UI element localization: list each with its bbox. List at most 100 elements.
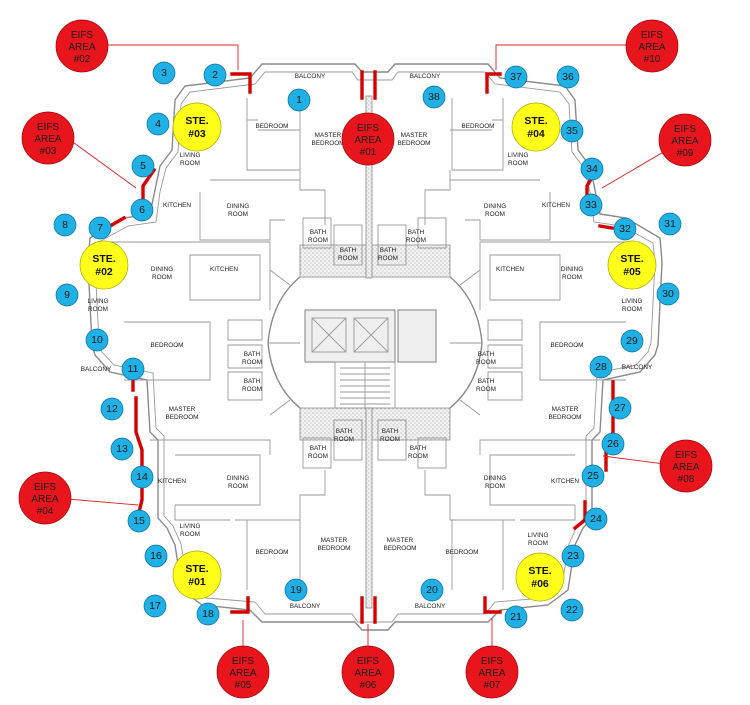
svg-text:33: 33 — [585, 199, 597, 211]
room-dining-e: DINING — [561, 266, 583, 273]
room-bath-e1b: ROOM — [476, 359, 496, 366]
marker-11: 11 — [121, 357, 145, 381]
core-corridor-wall-bottom — [299, 407, 451, 441]
marker-16: 16 — [144, 544, 168, 568]
room-bath-n3b: ROOM — [378, 255, 398, 262]
marker-8: 8 — [53, 213, 77, 237]
marker-7: 7 — [88, 216, 112, 240]
suite-markers: STE. #03 STE. #04 STE. #02 STE. #05 STE.… — [79, 102, 657, 602]
marker-33: 33 — [579, 193, 603, 217]
room-bath-s3b: ROOM — [308, 453, 328, 460]
svg-text:#02: #02 — [74, 54, 91, 65]
room-balcony-e: BALCONY — [622, 364, 653, 371]
marker-26: 26 — [601, 432, 625, 456]
marker-22: 22 — [560, 598, 584, 622]
room-bath-n3: BATH — [380, 247, 397, 254]
marker-3: 3 — [152, 61, 176, 85]
room-bedroom-s1: BEDROOM — [255, 549, 288, 556]
eifs-wall-04 — [131, 370, 144, 523]
room-kitchen-n1: KITCHEN — [163, 202, 191, 209]
svg-text:STE.: STE. — [92, 253, 115, 265]
room-living-seb: ROOM — [528, 540, 548, 547]
room-bath-s2: BATH — [382, 428, 399, 435]
elevator-block — [304, 309, 396, 363]
exterior-wall — [87, 63, 663, 631]
room-bath-w1: BATH — [244, 351, 261, 358]
eifs-area-06: EIFS AREA #06 — [341, 645, 395, 699]
marker-21: 21 — [504, 605, 528, 629]
room-bath-e2b: ROOM — [476, 386, 496, 393]
marker-30: 30 — [656, 282, 680, 306]
eifs-area-03: EIFS AREA #03 — [21, 111, 75, 165]
room-living-eb: ROOM — [622, 306, 642, 313]
suite-marker-04: STE. #04 — [511, 102, 561, 152]
svg-text:#04: #04 — [37, 506, 54, 517]
room-bath-n4b: ROOM — [406, 237, 426, 244]
elevator-shaft-1 — [311, 317, 347, 353]
svg-text:14: 14 — [136, 471, 148, 483]
room-bath-e1: BATH — [478, 351, 495, 358]
room-dining-wb: ROOM — [152, 274, 172, 281]
marker-4: 4 — [146, 112, 170, 136]
room-bath-s4: BATH — [410, 445, 427, 452]
room-bath-n2b: ROOM — [338, 255, 358, 262]
svg-text:6: 6 — [139, 204, 145, 216]
svg-text:EIFS: EIFS — [37, 122, 60, 133]
room-master-wb: BEDROOM — [165, 414, 198, 421]
svg-text:4: 4 — [155, 118, 161, 130]
room-master-n1: MASTER — [315, 132, 342, 139]
room-master-w: MASTER — [169, 406, 196, 413]
core-corridor-wall-top — [299, 244, 451, 278]
room-bath-s1: BATH — [336, 428, 353, 435]
eifs-area-04: EIFS AREA #04 — [18, 471, 72, 525]
marker-18: 18 — [196, 602, 220, 626]
marker-29: 29 — [620, 329, 644, 353]
svg-text:10: 10 — [91, 334, 103, 346]
svg-text:37: 37 — [510, 71, 522, 83]
svg-text:AREA: AREA — [478, 668, 506, 679]
room-dining-n1b: ROOM — [228, 211, 248, 218]
marker-13: 13 — [110, 437, 134, 461]
eifs-wall-07-west — [107, 215, 127, 229]
svg-text:AREA: AREA — [354, 135, 382, 146]
svg-text:AREA: AREA — [68, 42, 96, 53]
svg-text:3: 3 — [161, 67, 167, 79]
elevator-shaft-2 — [353, 317, 389, 353]
room-master-n2: MASTER — [401, 132, 428, 139]
service-room — [397, 309, 437, 363]
svg-text:29: 29 — [626, 335, 638, 347]
svg-text:23: 23 — [567, 550, 579, 562]
marker-15: 15 — [127, 509, 151, 533]
room-bedroom-n1: BEDROOM — [255, 123, 288, 130]
room-master-s1b: BEDROOM — [317, 545, 350, 552]
room-bath-e2: BATH — [478, 378, 495, 385]
suite-marker-02: STE. #02 — [79, 240, 129, 290]
room-living-e: LIVING — [622, 298, 643, 305]
room-dining-se: DINING — [484, 475, 506, 482]
room-bath-n2: BATH — [340, 247, 357, 254]
svg-text:#03: #03 — [188, 128, 206, 140]
leader-eifs02 — [92, 44, 239, 70]
svg-text:12: 12 — [106, 403, 118, 415]
svg-text:STE.: STE. — [620, 253, 643, 265]
room-bath-s4b: ROOM — [408, 453, 428, 460]
party-wall-south — [365, 407, 373, 609]
suite-marker-06: STE. #06 — [515, 552, 565, 602]
room-living-se: LIVING — [528, 532, 549, 539]
svg-text:18: 18 — [202, 608, 214, 620]
room-master-n1b: BEDROOM — [311, 140, 344, 147]
svg-text:38: 38 — [428, 91, 440, 103]
svg-text:#01: #01 — [188, 576, 206, 588]
marker-1: 1 — [287, 88, 311, 112]
marker-10: 10 — [85, 328, 109, 352]
svg-text:#06: #06 — [531, 578, 549, 590]
eifs-wall-03 — [141, 167, 157, 207]
room-living-n2: LIVING — [508, 152, 529, 159]
svg-text:15: 15 — [133, 515, 145, 527]
svg-text:11: 11 — [128, 363, 139, 375]
eifs-wall-07 — [483, 596, 502, 614]
svg-text:EIFS: EIFS — [674, 124, 697, 135]
suite-marker-05: STE. #05 — [607, 240, 657, 290]
central-core — [267, 95, 483, 609]
